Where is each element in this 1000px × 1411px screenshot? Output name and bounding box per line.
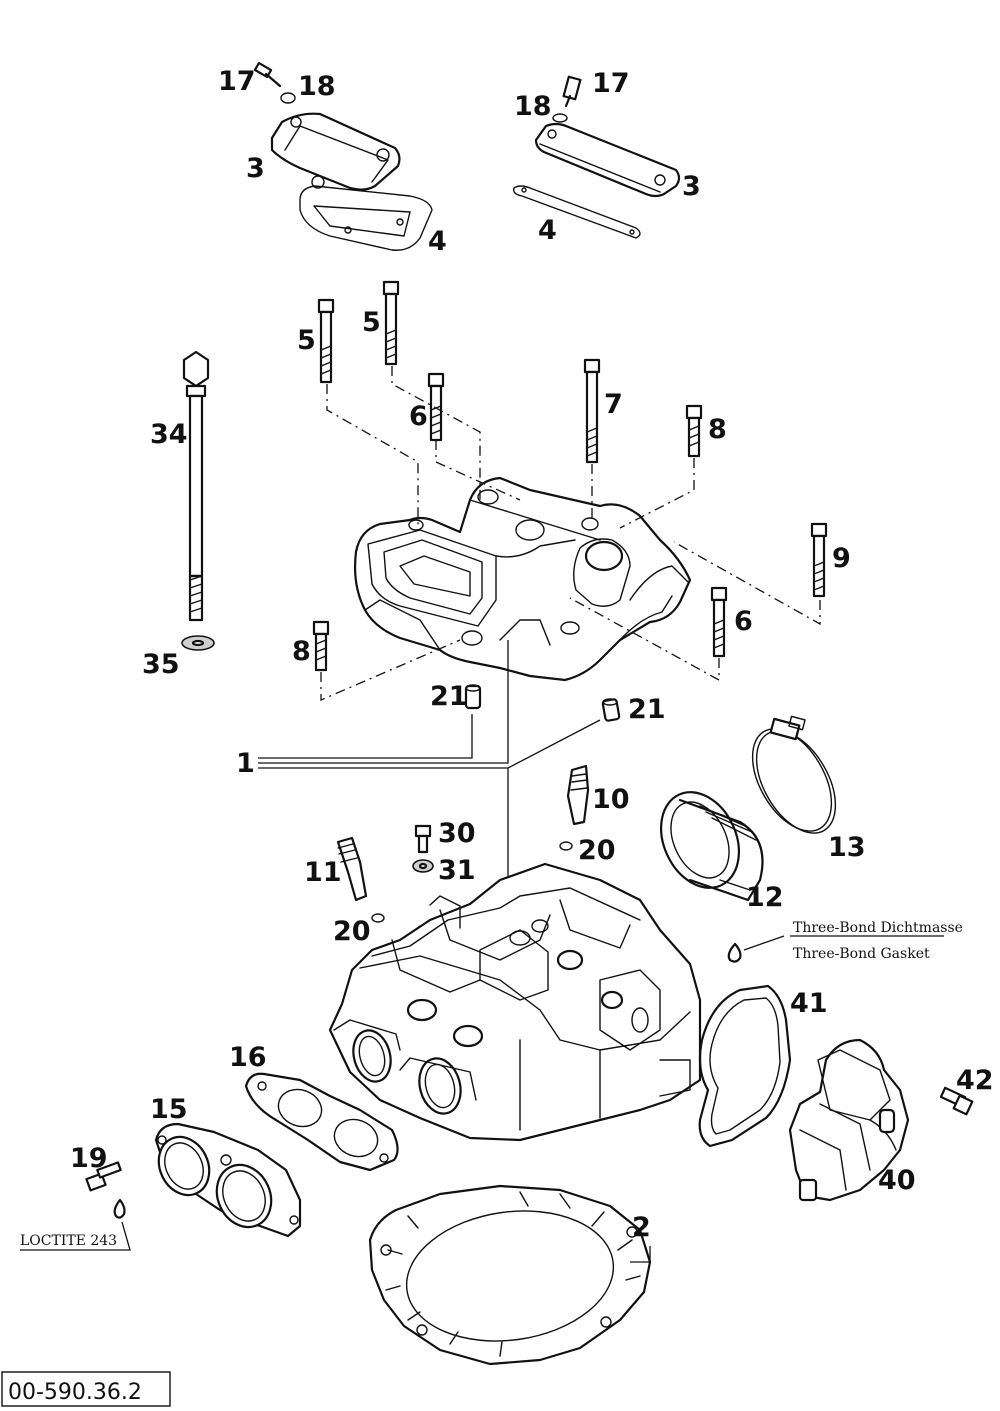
head-gasket-2 [368, 1184, 652, 1366]
leader-2 [630, 1246, 651, 1263]
callout-1: 1 [236, 748, 255, 779]
sealant-drop [727, 935, 785, 963]
callout-5: 5 [297, 325, 316, 356]
cover-gasket-41 [698, 984, 792, 1148]
callout-20: 20 [333, 916, 371, 947]
intake-manifold-15 [154, 1122, 302, 1238]
valve-cover-right [512, 75, 681, 239]
camshaft-carrier [353, 476, 692, 682]
dowel-pins [464, 684, 621, 722]
valve-cover-left [253, 61, 433, 251]
callout-7: 7 [604, 389, 623, 420]
callout-18: 18 [298, 71, 336, 102]
callout-12: 12 [746, 882, 784, 913]
callout-35: 35 [142, 649, 180, 680]
callout-16: 16 [229, 1042, 267, 1073]
drawing-reference: 00-590.36.2 [1, 1371, 171, 1407]
valve-guides [336, 764, 590, 923]
screw-19 [20, 1161, 131, 1251]
callout-2: 2 [632, 1212, 651, 1243]
callout-34: 34 [150, 419, 188, 450]
callout-8: 8 [292, 636, 311, 667]
callout-30: 30 [438, 818, 476, 849]
callout-18: 18 [514, 91, 552, 122]
screw-30-washer-31 [412, 824, 434, 873]
callout-3: 3 [682, 171, 701, 202]
drawing-reference-number: 00-590.36.2 [8, 1380, 142, 1405]
long-stud-34 [181, 350, 215, 651]
callout-17: 17 [592, 68, 630, 99]
hose-clamp-13 [751, 715, 837, 834]
callout-17: 17 [218, 66, 256, 97]
callout-40: 40 [878, 1165, 916, 1196]
cover-40 [788, 1038, 910, 1202]
callout-20: 20 [578, 835, 616, 866]
callout-19: 19 [70, 1143, 108, 1174]
callout-5: 5 [362, 307, 381, 338]
sealant-note-german: Three-Bond Dichtmasse [793, 920, 963, 936]
callout-3: 3 [246, 153, 265, 184]
alignment-lines [320, 366, 821, 701]
cylinder-head [328, 862, 702, 1142]
callout-21: 21 [430, 681, 468, 712]
callout-13: 13 [828, 832, 866, 863]
callout-4: 4 [428, 226, 447, 257]
intake-boot-12 [660, 791, 764, 902]
sealant-note-english: Three-Bond Gasket [793, 946, 930, 962]
callout-31: 31 [438, 855, 476, 886]
callout-11: 11 [304, 857, 342, 888]
sealant-note: Three-Bond Dichtmasse Three-Bond Gasket [790, 920, 963, 962]
callout-41: 41 [790, 988, 828, 1019]
callout-21: 21 [628, 694, 666, 725]
callout-8: 8 [708, 414, 727, 445]
callout-6: 6 [734, 606, 753, 637]
callout-labels: 17 18 3 4 17 18 3 4 5 5 6 7 8 9 34 35 8 … [70, 66, 994, 1243]
callout-9: 9 [832, 543, 851, 574]
intake-gasket-16 [244, 1072, 399, 1172]
screw-42 [939, 1086, 974, 1116]
loctite-note: LOCTITE 243 [20, 1233, 117, 1249]
callout-4: 4 [538, 215, 557, 246]
callout-42: 42 [956, 1065, 994, 1096]
callout-1-leaders [258, 640, 601, 878]
callout-15: 15 [150, 1094, 188, 1125]
callout-6: 6 [409, 401, 428, 432]
callout-10: 10 [592, 784, 630, 815]
